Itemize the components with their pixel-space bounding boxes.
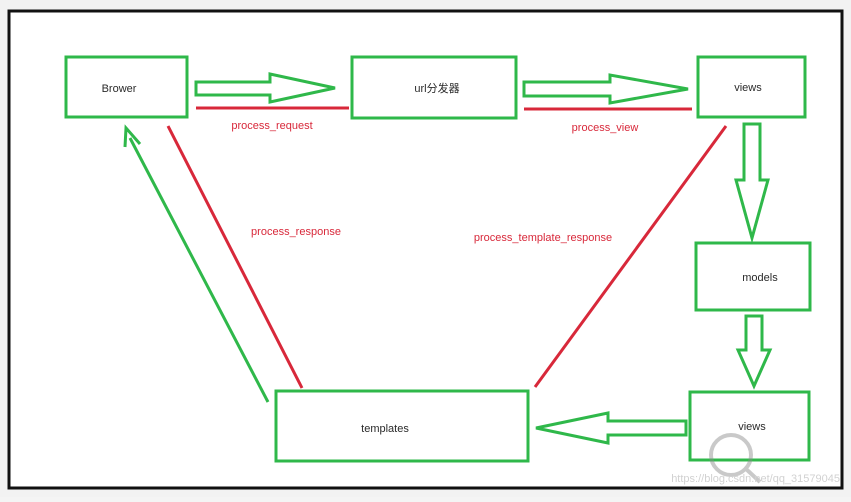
node-views-top-label: views bbox=[734, 82, 762, 94]
node-url-dispatcher-box bbox=[350, 55, 518, 120]
flow-arrow-url-to-views bbox=[522, 73, 689, 105]
watermark-logo-tail bbox=[743, 466, 762, 484]
watermark-logo-icon bbox=[709, 433, 753, 477]
node-browser: Brower bbox=[64, 55, 189, 119]
node-browser-box bbox=[64, 55, 189, 119]
node-views-bottom-label: views bbox=[738, 421, 766, 433]
node-templates-label: templates bbox=[361, 423, 409, 435]
watermark: https://blog.csdn.net/qq_31579045 bbox=[671, 433, 840, 485]
node-views-bottom: views bbox=[688, 390, 811, 462]
node-models: models bbox=[694, 241, 812, 312]
node-browser-label: Brower bbox=[102, 83, 137, 95]
flow-arrow-views-to-models bbox=[734, 122, 770, 244]
flow-arrow-browser-to-url bbox=[194, 72, 336, 104]
middleware-line-process-response bbox=[166, 125, 304, 389]
middleware-line-process-template-response bbox=[533, 125, 728, 388]
node-models-box bbox=[694, 241, 812, 312]
node-templates-box bbox=[274, 389, 530, 463]
flow-arrow-views-to-templates bbox=[535, 411, 688, 445]
node-views-top: views bbox=[696, 55, 807, 119]
edge-label-process-response: process_response bbox=[251, 226, 341, 238]
edge-label-process-view: process_view bbox=[572, 122, 639, 134]
node-url-dispatcher-label: url分发器 bbox=[414, 81, 459, 95]
edge-label-process-template-response: process_template_response bbox=[474, 232, 612, 244]
node-views-top-box bbox=[696, 55, 807, 119]
watermark-text: https://blog.csdn.net/qq_31579045 bbox=[671, 473, 840, 485]
node-url-dispatcher: url分发器 bbox=[350, 55, 518, 120]
flow-arrow-models-to-views bbox=[735, 314, 773, 390]
node-templates: templates bbox=[274, 389, 530, 463]
edge-label-process-request: process_request bbox=[231, 120, 312, 132]
flow-arrow-templates-to-browser-line bbox=[128, 137, 270, 403]
node-models-label: models bbox=[742, 272, 778, 284]
flow-arrow-templates-to-browser-head bbox=[123, 124, 142, 148]
node-views-bottom-box bbox=[688, 390, 811, 462]
